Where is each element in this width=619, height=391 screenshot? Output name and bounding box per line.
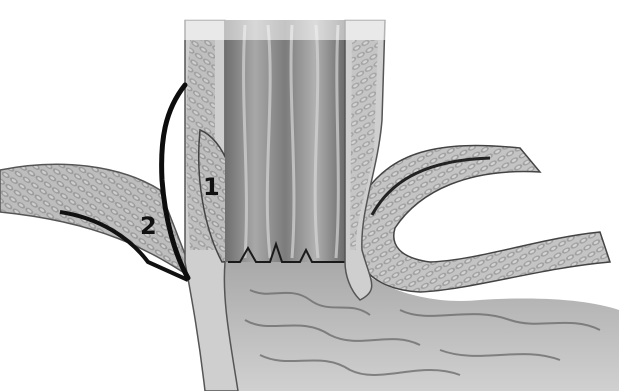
label-1: 1 (203, 173, 220, 201)
right-diaphragm-band (354, 146, 610, 292)
label-2: 2 (140, 212, 157, 240)
